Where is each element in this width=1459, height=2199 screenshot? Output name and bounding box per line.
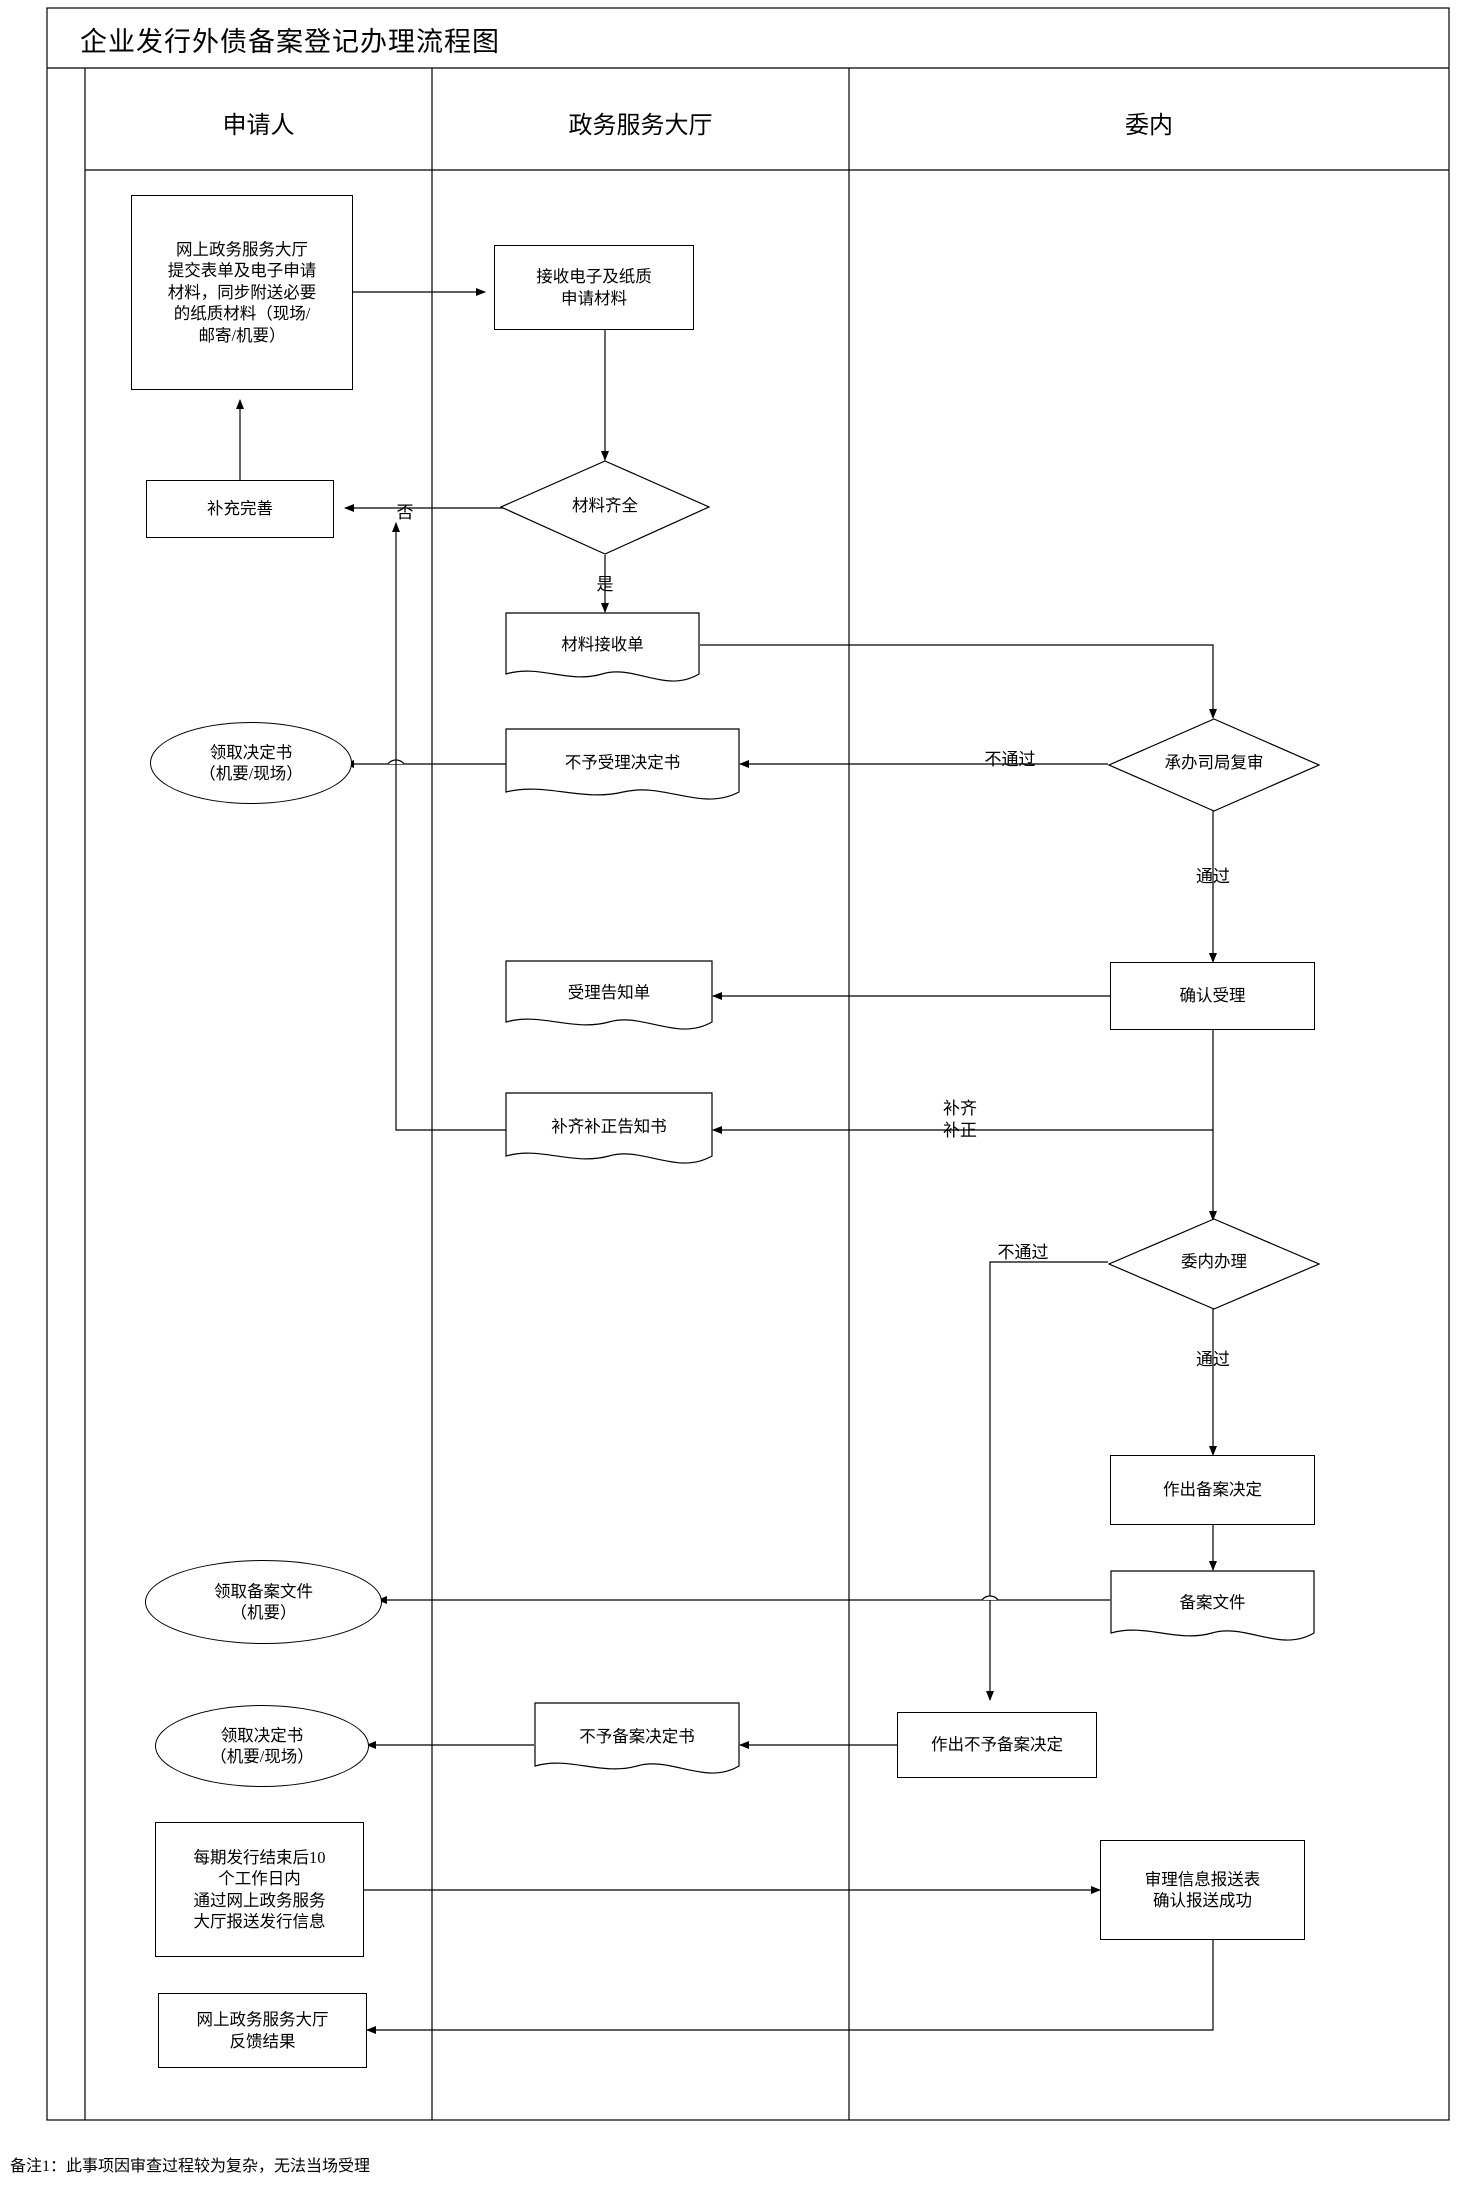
- node-confirm-accept[interactable]: 确认受理: [1110, 962, 1315, 1030]
- node-materials-complete[interactable]: 材料齐全: [500, 460, 710, 555]
- node-get-record-file[interactable]: 领取备案文件 （机要）: [145, 1560, 382, 1644]
- node-materials-complete-label: 材料齐全: [572, 496, 638, 515]
- edge-label-yes-1: 是: [596, 575, 614, 594]
- node-get-decision-1[interactable]: 领取决定书 （机要/现场）: [150, 722, 352, 804]
- column-header-service-hall: 政务服务大厅: [568, 113, 713, 139]
- node-feedback-result[interactable]: 网上政务服务大厅 反馈结果: [158, 1993, 367, 2068]
- column-header-applicant: 申请人: [222, 113, 295, 139]
- edge-label-fail-1: 不通过: [984, 750, 1036, 769]
- node-record-file-label: 备案文件: [1179, 1593, 1246, 1612]
- node-report-confirm[interactable]: 审理信息报送表 确认报送成功: [1100, 1840, 1305, 1940]
- page-title: 企业发行外债备案登记办理流程图: [80, 27, 500, 57]
- node-bureau-review[interactable]: 承办司局复审: [1108, 718, 1320, 812]
- node-internal-process-label: 委内办理: [1181, 1252, 1247, 1271]
- node-receive-materials[interactable]: 接收电子及纸质 申请材料: [494, 245, 694, 330]
- column-header-internal: 委内: [1125, 113, 1173, 139]
- edge-label-pass-2: 通过: [1196, 1350, 1230, 1369]
- node-bureau-review-label: 承办司局复审: [1164, 753, 1264, 772]
- node-no-record-decision-doc[interactable]: 不予备案决定书: [534, 1702, 740, 1782]
- edge-label-no-1: 否: [396, 503, 414, 522]
- edge-label-fail-2: 不通过: [997, 1243, 1049, 1262]
- footnote: 备注1：此事项因审查过程较为复杂，无法当场受理: [10, 2158, 371, 2175]
- node-correction-notice-label: 补齐补正告知书: [551, 1117, 667, 1136]
- node-make-no-record-decision[interactable]: 作出不予备案决定: [897, 1712, 1097, 1778]
- node-accept-notice[interactable]: 受理告知单: [505, 960, 713, 1036]
- edge-label-pass-1: 通过: [1196, 867, 1230, 886]
- node-material-receipt[interactable]: 材料接收单: [505, 612, 700, 687]
- node-no-record-decision-doc-label: 不予备案决定书: [579, 1727, 695, 1746]
- node-online-submit[interactable]: 网上政务服务大厅 提交表单及电子申请 材料，同步附送必要 的纸质材料（现场/ 邮…: [131, 195, 353, 390]
- node-make-record-decision[interactable]: 作出备案决定: [1110, 1455, 1315, 1525]
- node-correction-notice[interactable]: 补齐补正告知书: [505, 1092, 713, 1172]
- node-report-issuance[interactable]: 每期发行结束后10 个工作日内 通过网上政务服务 大厅报送发行信息: [155, 1822, 364, 1957]
- node-no-accept-decision-label: 不予受理决定书: [564, 753, 681, 772]
- node-material-receipt-label: 材料接收单: [561, 635, 644, 654]
- node-accept-notice-label: 受理告知单: [567, 983, 651, 1002]
- node-internal-process[interactable]: 委内办理: [1108, 1218, 1320, 1310]
- node-no-accept-decision[interactable]: 不予受理决定书: [505, 728, 740, 806]
- edge-label-correction: 补齐 补正: [943, 1099, 977, 1141]
- node-get-decision-2[interactable]: 领取决定书 （机要/现场）: [155, 1705, 369, 1787]
- node-supplement[interactable]: 补充完善: [146, 480, 334, 538]
- node-record-file[interactable]: 备案文件: [1110, 1570, 1315, 1648]
